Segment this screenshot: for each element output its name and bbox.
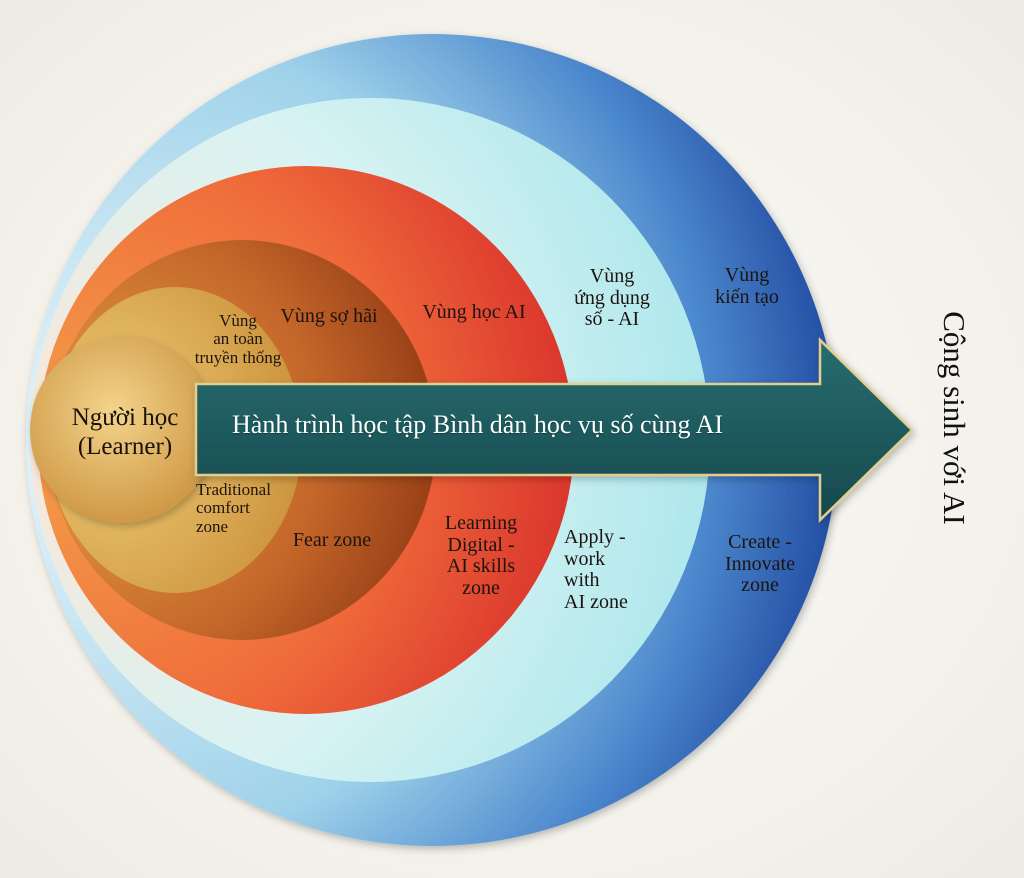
apply-zone-vi-label: Vùng ứng dụng số - AI [574, 265, 650, 331]
apply-zone-en-label: Apply - work with AI zone [564, 526, 628, 613]
journey-arrow-label: Hành trình học tập Bình dân học vụ số cù… [232, 410, 724, 439]
learner-circle [30, 337, 214, 523]
destination-title: Cộng sinh với AI [937, 311, 972, 525]
fear-zone-en-label: Fear zone [292, 529, 372, 551]
journey-arrow [194, 337, 914, 523]
comfort-zone-en-label: Traditional comfort zone [196, 480, 271, 536]
learning-zone-en-label: Learning Digital - AI skills zone [444, 512, 518, 599]
create-zone-en-label: Create - Innovate zone [725, 531, 795, 597]
comfort-zone-vi-label: Vùng an toàn truyền thống [194, 311, 282, 367]
fear-zone-vi-label: Vùng sợ hãi [280, 305, 378, 327]
create-zone-vi-label: Vùng kiến tạo [715, 264, 779, 308]
learner-label: Người học (Learner) [71, 404, 179, 460]
learning-zone-vi-label: Vùng học AI [422, 301, 526, 323]
